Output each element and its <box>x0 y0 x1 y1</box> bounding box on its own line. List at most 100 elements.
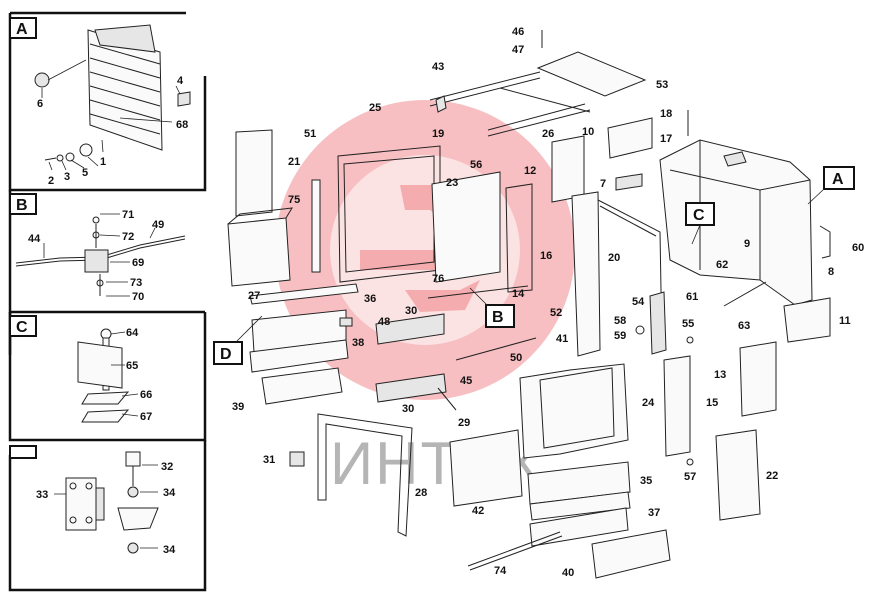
part-label: 17 <box>660 133 672 145</box>
part-label: 1 <box>100 156 106 168</box>
inset-header-b: B <box>9 193 37 215</box>
part-label: 63 <box>738 320 750 332</box>
part-label: 7 <box>600 178 606 190</box>
part-label: 38 <box>352 337 364 349</box>
callout-box-d-main: D <box>213 315 263 365</box>
part-label: 5 <box>82 167 88 179</box>
part-label: 10 <box>582 126 594 138</box>
part-label: 34 <box>163 487 176 499</box>
inset-header-a: A <box>9 17 37 39</box>
part-label: 14 <box>512 288 525 300</box>
part-label: 61 <box>686 291 698 303</box>
part-label: 71 <box>122 209 134 221</box>
part-label: 35 <box>640 475 652 487</box>
part-label: 59 <box>614 330 626 342</box>
part-label: 65 <box>126 360 138 372</box>
svg-text:B: B <box>16 197 28 214</box>
part-label: 30 <box>402 403 414 415</box>
part-label: 42 <box>472 505 484 517</box>
part-label: 3 <box>64 171 70 183</box>
part-number-labels: 1 2 3 4 5 6 7 8 9 10 11 12 13 14 15 16 1… <box>28 26 864 579</box>
part-label: 37 <box>648 507 660 519</box>
part-label: 64 <box>126 327 139 339</box>
part-label: 60 <box>852 242 864 254</box>
part-label: 69 <box>132 257 144 269</box>
part-label: 21 <box>288 156 300 168</box>
part-label: 56 <box>470 159 482 171</box>
main-exploded-view <box>227 30 831 579</box>
part-label: 55 <box>682 318 694 330</box>
part-label: 30 <box>405 305 417 317</box>
part-label: 43 <box>432 61 444 73</box>
part-label: 46 <box>512 26 524 38</box>
part-label: 70 <box>132 291 144 303</box>
part-label: 2 <box>48 175 54 187</box>
part-label: 11 <box>839 315 851 327</box>
inset-header-c: C <box>9 315 37 337</box>
part-label: 67 <box>140 411 152 423</box>
part-label: 26 <box>542 128 554 140</box>
part-label: 54 <box>632 296 645 308</box>
part-label: 40 <box>562 567 574 579</box>
part-label: 50 <box>510 352 522 364</box>
part-label: 23 <box>446 177 458 189</box>
part-label: 41 <box>556 333 568 345</box>
inset-b-latch-assembly <box>15 213 186 297</box>
part-label: 76 <box>432 273 444 285</box>
part-label: 75 <box>288 194 300 206</box>
callout-box-c-main: C <box>685 202 715 245</box>
callout-box-b-main: B <box>469 287 515 328</box>
part-label: 52 <box>550 307 562 319</box>
svg-text:A: A <box>16 21 28 38</box>
part-label: 8 <box>828 266 834 278</box>
part-label: 72 <box>122 231 134 243</box>
inset-header-d <box>9 445 37 459</box>
part-label: 24 <box>642 397 655 409</box>
part-label: 32 <box>161 461 173 473</box>
part-label: 58 <box>614 315 626 327</box>
part-label: 29 <box>458 417 470 429</box>
part-label: 13 <box>714 369 726 381</box>
part-label: 66 <box>140 389 152 401</box>
part-label: 9 <box>744 238 750 250</box>
inset-d-hinge-assembly <box>54 451 159 554</box>
part-label: 74 <box>494 565 507 577</box>
part-label: 36 <box>364 293 376 305</box>
part-label: 31 <box>263 454 275 466</box>
part-label: 18 <box>660 108 672 120</box>
part-label: 28 <box>415 487 427 499</box>
svg-text:B: B <box>492 309 504 326</box>
part-label: 25 <box>369 102 381 114</box>
svg-text:A: A <box>832 171 844 188</box>
part-label: 34 <box>163 544 176 556</box>
inset-c-mount-assembly <box>77 328 139 423</box>
svg-text:D: D <box>220 346 232 363</box>
part-label: 39 <box>232 401 244 413</box>
part-label: 68 <box>176 119 188 131</box>
part-label: 20 <box>608 252 620 264</box>
part-label: 62 <box>716 259 728 271</box>
part-label: 27 <box>248 290 260 302</box>
part-label: 53 <box>656 79 668 91</box>
callout-box-a-main: A <box>807 166 855 205</box>
part-label: 51 <box>304 128 316 140</box>
svg-text:C: C <box>693 207 705 224</box>
part-label: 6 <box>37 98 43 110</box>
part-label: 57 <box>684 471 696 483</box>
part-label: 44 <box>28 233 41 245</box>
part-label: 19 <box>432 128 444 140</box>
svg-text:C: C <box>16 319 28 336</box>
part-label: 33 <box>36 489 48 501</box>
part-label: 48 <box>378 316 390 328</box>
part-label: 16 <box>540 250 552 262</box>
part-label: 49 <box>152 219 164 231</box>
part-label: 12 <box>524 165 536 177</box>
part-label: 22 <box>766 470 778 482</box>
inset-a-louver-assembly <box>34 24 191 171</box>
inset-panels <box>8 11 207 592</box>
part-label: 45 <box>460 375 472 387</box>
part-label: 47 <box>512 44 524 56</box>
part-label: 73 <box>130 277 142 289</box>
